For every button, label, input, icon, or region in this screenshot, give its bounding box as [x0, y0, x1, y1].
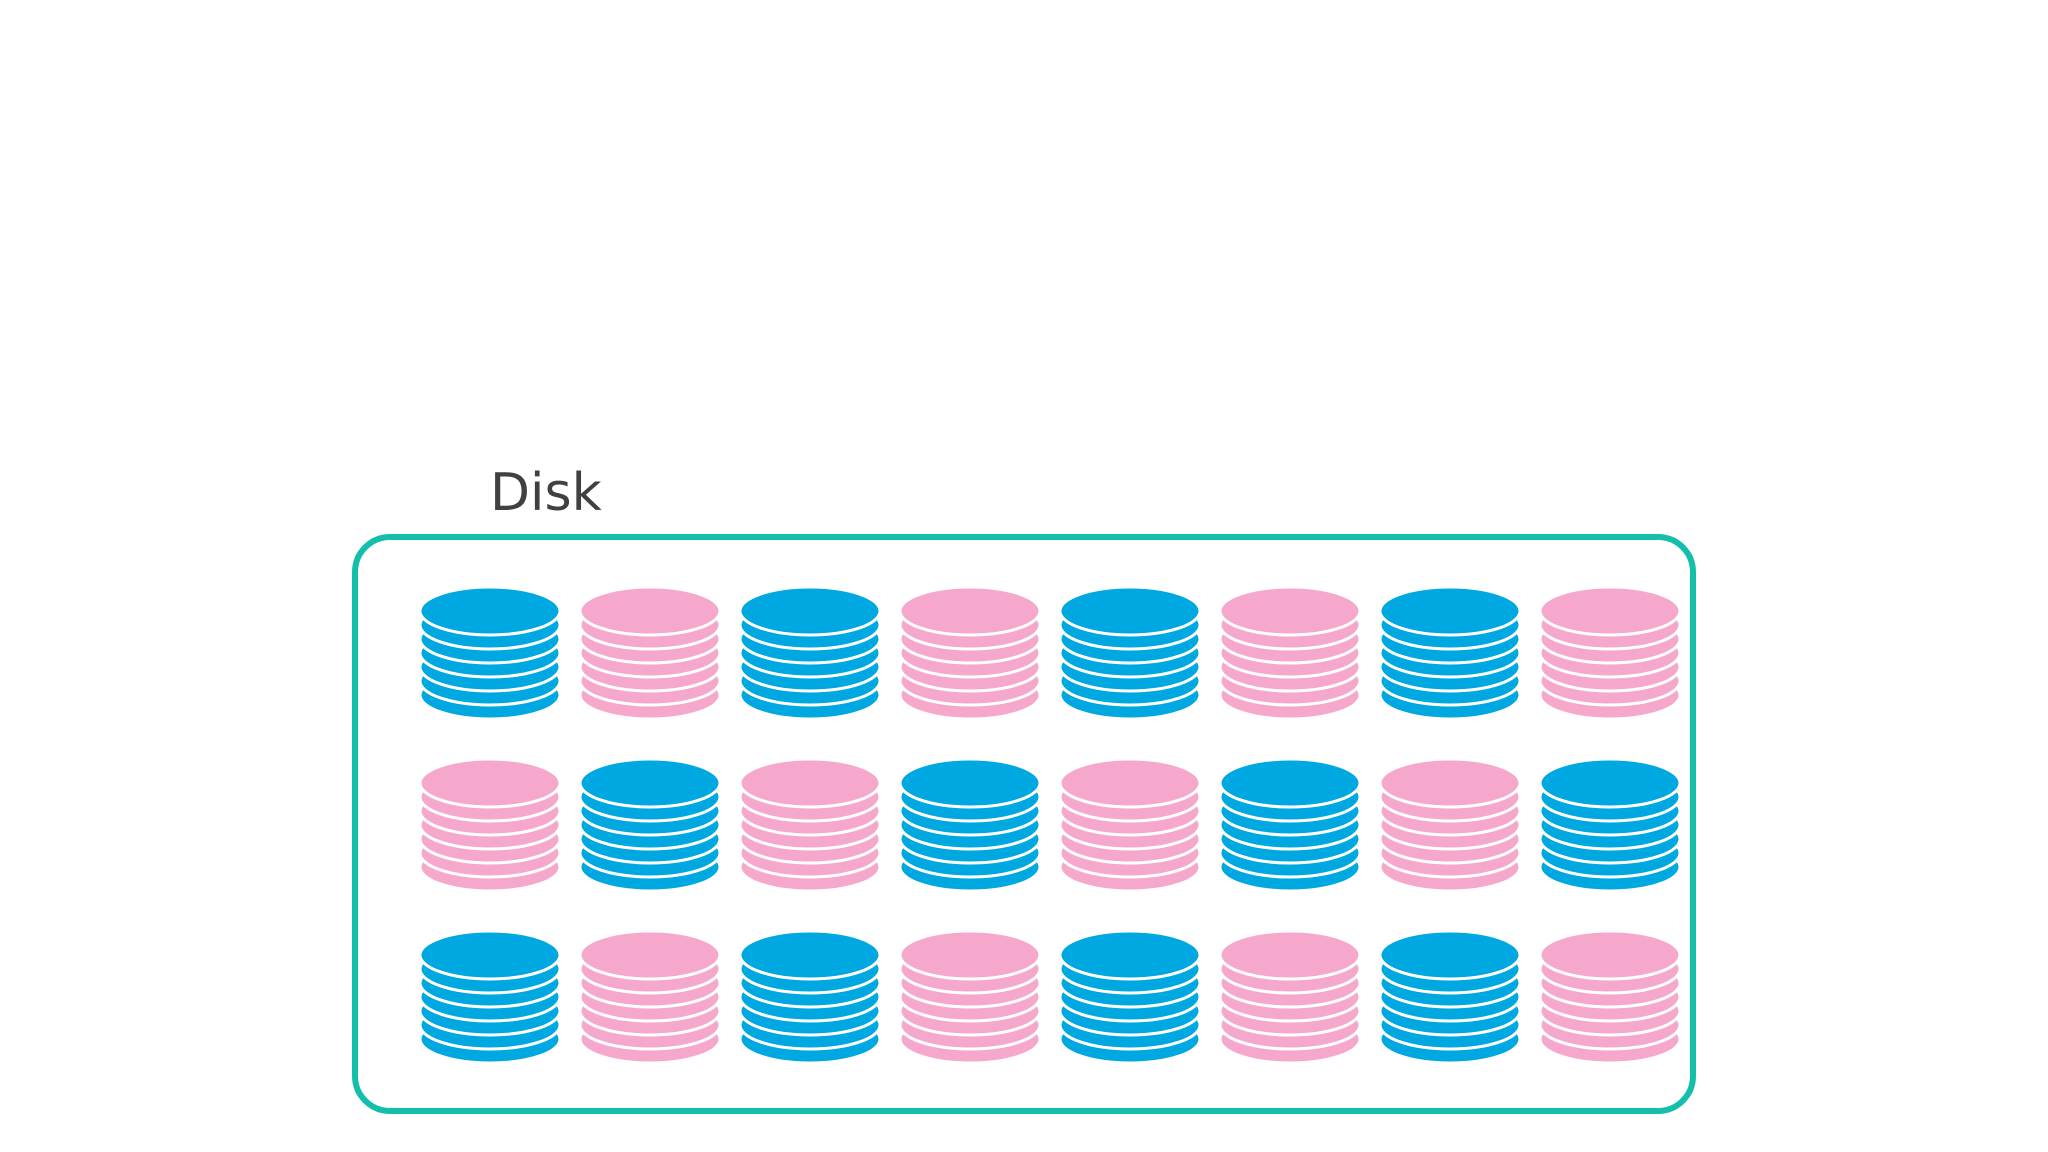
disk-top: [738, 585, 882, 637]
disk-top: [1538, 757, 1682, 809]
disk-stack-icon: [1378, 757, 1522, 893]
disk-stack-icon: [738, 757, 882, 893]
disk-stack-icon: [898, 757, 1042, 893]
disk-top: [1218, 757, 1362, 809]
disk-top: [1218, 929, 1362, 981]
disk-top: [898, 757, 1042, 809]
disk-stack-icon: [418, 757, 562, 893]
disk-stack-icon: [418, 929, 562, 1065]
disk-top: [1378, 929, 1522, 981]
disk-stack-icon: [418, 585, 562, 721]
disk-stack-icon: [1218, 757, 1362, 893]
disk-top: [738, 757, 882, 809]
disk-top: [418, 585, 562, 637]
disk-stack-icon: [738, 929, 882, 1065]
disk-stack-icon: [1378, 929, 1522, 1065]
disk-top: [578, 757, 722, 809]
disk-top: [578, 585, 722, 637]
disk-stack-icon: [1538, 757, 1682, 893]
disk-stack-icon: [1218, 585, 1362, 721]
disk-top: [1058, 585, 1202, 637]
disk-stack-icon: [1058, 929, 1202, 1065]
disk-stack-icon: [1538, 585, 1682, 721]
disk-stack-icon: [898, 585, 1042, 721]
disk-top: [1378, 757, 1522, 809]
disk-top: [418, 929, 562, 981]
disk-top: [1538, 585, 1682, 637]
disk-stack-icon: [1378, 585, 1522, 721]
disk-stack-icon: [1058, 585, 1202, 721]
disk-top: [1538, 929, 1682, 981]
disk-top: [738, 929, 882, 981]
disk-stack-icon: [578, 585, 722, 721]
disk-top: [1058, 929, 1202, 981]
disk-top: [418, 757, 562, 809]
disk-stack-icon: [738, 585, 882, 721]
disk-stack-icon: [578, 929, 722, 1065]
disk-stack-icon: [1218, 929, 1362, 1065]
disk-top: [898, 929, 1042, 981]
disk-stack-icon: [1538, 929, 1682, 1065]
disk-top: [1378, 585, 1522, 637]
disk-top: [898, 585, 1042, 637]
disk-label: Disk: [490, 463, 602, 523]
disk-stack-icon: [898, 929, 1042, 1065]
disk-stack-icon: [1058, 757, 1202, 893]
disk-top: [578, 929, 722, 981]
disk-top: [1218, 585, 1362, 637]
disk-stack-icon: [578, 757, 722, 893]
disk-top: [1058, 757, 1202, 809]
